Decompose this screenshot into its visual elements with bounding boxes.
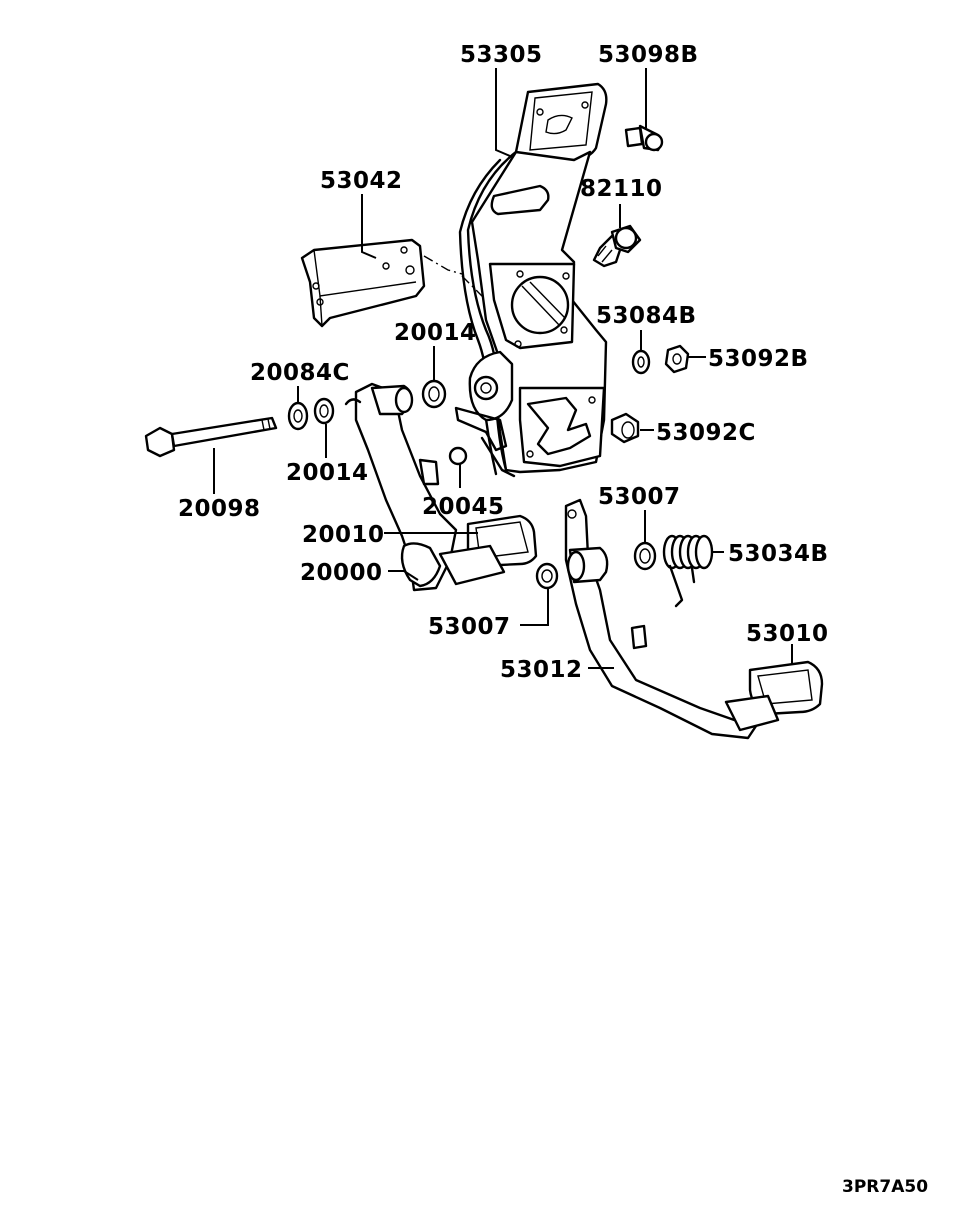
nut-53084b	[631, 349, 651, 375]
stop-lamp-switch-82110	[592, 224, 642, 268]
label-53084b: 53084B	[596, 303, 697, 329]
nut-53092c	[610, 412, 640, 444]
bushing-20014-lower	[313, 397, 335, 425]
label-53007-lower: 53007	[428, 614, 511, 640]
clutch-pedal-arm	[344, 382, 538, 592]
washer-20084c	[287, 401, 309, 431]
pin-20045	[448, 446, 468, 466]
label-53098b: 53098B	[598, 42, 699, 68]
label-53092b: 53092B	[708, 346, 809, 372]
label-20014-upper: 20014	[394, 320, 477, 346]
nut-53092b	[664, 344, 690, 374]
return-spring-53034b	[662, 534, 714, 608]
label-53034b: 53034B	[728, 541, 829, 567]
label-82110: 82110	[580, 176, 663, 202]
bolt-20098	[144, 416, 278, 458]
bushing-53007-lower	[535, 562, 559, 590]
label-53092c: 53092C	[656, 420, 756, 446]
label-53007-upper: 53007	[598, 484, 681, 510]
bracket-53042	[300, 238, 487, 328]
label-53305: 53305	[460, 42, 543, 68]
label-53042: 53042	[320, 168, 403, 194]
label-20014-lower: 20014	[286, 460, 369, 486]
label-20045: 20045	[422, 494, 505, 520]
label-20098: 20098	[178, 496, 261, 522]
bolt-53098b	[624, 124, 664, 152]
bushing-53007-upper	[633, 541, 657, 571]
label-20010: 20010	[302, 522, 385, 548]
label-53010: 53010	[746, 621, 829, 647]
bushing-20014-upper	[421, 379, 447, 409]
diagram-code: 3PR7A50	[842, 1177, 928, 1197]
pedal-support-bracket	[454, 82, 608, 478]
leader-lines	[213, 68, 793, 669]
brake-pedal-arm	[564, 498, 824, 740]
label-20084c: 20084C	[250, 360, 350, 386]
label-53012: 53012	[500, 657, 583, 683]
label-20000: 20000	[300, 560, 383, 586]
